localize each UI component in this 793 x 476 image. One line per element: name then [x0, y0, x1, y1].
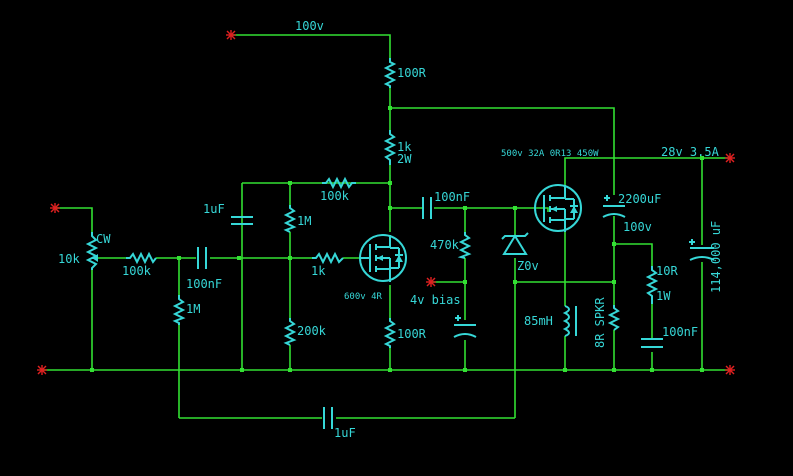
capacitor-2200uf	[602, 195, 626, 218]
label-1m-mid: 1M	[297, 214, 311, 228]
label-100nf-zobel: 100nF	[662, 325, 698, 339]
label-mosfet-2: 500v 32A 0R13 450W	[501, 149, 599, 159]
capacitor-114000uf	[689, 239, 715, 261]
capacitor-100nf-coupling	[422, 197, 432, 219]
capacitor-1uf-bottom	[323, 407, 333, 429]
label-100k-input: 100k	[122, 264, 152, 278]
terminal-ground-left	[37, 365, 47, 375]
label-2200uf-voltage: 100v	[623, 220, 652, 234]
resistor-100r-top	[383, 58, 397, 88]
label-mosfet-1: 600v 4R	[344, 292, 383, 302]
label-1k: 1k	[397, 140, 412, 154]
label-zener: Z0v	[517, 259, 539, 273]
resistor-1k-2w	[383, 130, 397, 165]
label-supply-100v: 100v	[295, 19, 324, 33]
capacitor-100nf-zobel	[641, 338, 663, 348]
wires	[42, 34, 730, 419]
resistor-100k-input	[126, 251, 157, 265]
capacitor-1uf-mid	[231, 216, 253, 225]
terminals	[37, 30, 735, 375]
terminal-input	[50, 203, 60, 213]
label-pot-10k: 10k	[58, 252, 80, 266]
inductor-85mh	[562, 305, 577, 337]
label-200k: 200k	[297, 324, 327, 338]
resistor-200k	[283, 318, 297, 346]
potentiometer-10k	[85, 232, 99, 270]
resistor-100k-feedback	[322, 176, 356, 190]
label-100r-top: 100R	[397, 66, 427, 80]
resistor-10r	[645, 266, 659, 304]
label-pot-cw: CW	[96, 232, 111, 246]
resistor-1m-input	[172, 295, 186, 325]
label-1uf-bottom: 1uF	[334, 426, 356, 440]
zener-diode	[501, 232, 529, 255]
terminal-ground-right	[725, 365, 735, 375]
label-supply-28v: 28v 3.5A	[661, 145, 720, 159]
terminal-28v	[725, 153, 735, 163]
label-1uf-mid: 1uF	[203, 202, 225, 216]
resistor-100r-bottom	[383, 318, 397, 348]
label-114000uf: 114,000 uF	[709, 221, 723, 293]
label-470k: 470k	[430, 238, 460, 252]
terminal-bias	[426, 277, 436, 287]
label-inductor: 85mH	[524, 314, 553, 328]
capacitor-100nf-input	[197, 247, 207, 269]
label-speaker: 8R SPKR	[593, 297, 607, 348]
label-1m-input: 1M	[186, 302, 200, 316]
label-100nf-input: 100nF	[186, 277, 222, 291]
component-labels: 100v 100R 1k 2W 100k 1uF 1M 1k 600v 4R 2…	[58, 19, 723, 440]
terminal-100v	[226, 30, 236, 40]
label-10r: 10R	[656, 264, 678, 278]
label-2200uf: 2200uF	[618, 192, 661, 206]
mosfet-1	[359, 234, 407, 282]
label-1k-power: 2W	[397, 152, 412, 166]
label-100nf-coupling: 100nF	[434, 190, 470, 204]
mosfet-2	[534, 184, 582, 232]
resistor-1k-gate	[312, 251, 344, 265]
resistor-1m-mid	[283, 205, 297, 233]
label-100r-bottom: 100R	[397, 327, 427, 341]
label-bias: 4v bias	[410, 293, 461, 307]
speaker-8r	[607, 305, 621, 331]
label-10r-power: 1W	[656, 289, 671, 303]
label-100k-feedback: 100k	[320, 189, 350, 203]
capacitor-bias	[453, 315, 477, 338]
label-1k-gate: 1k	[311, 264, 326, 278]
junction-dots	[90, 106, 704, 372]
resistor-470k	[457, 232, 472, 259]
